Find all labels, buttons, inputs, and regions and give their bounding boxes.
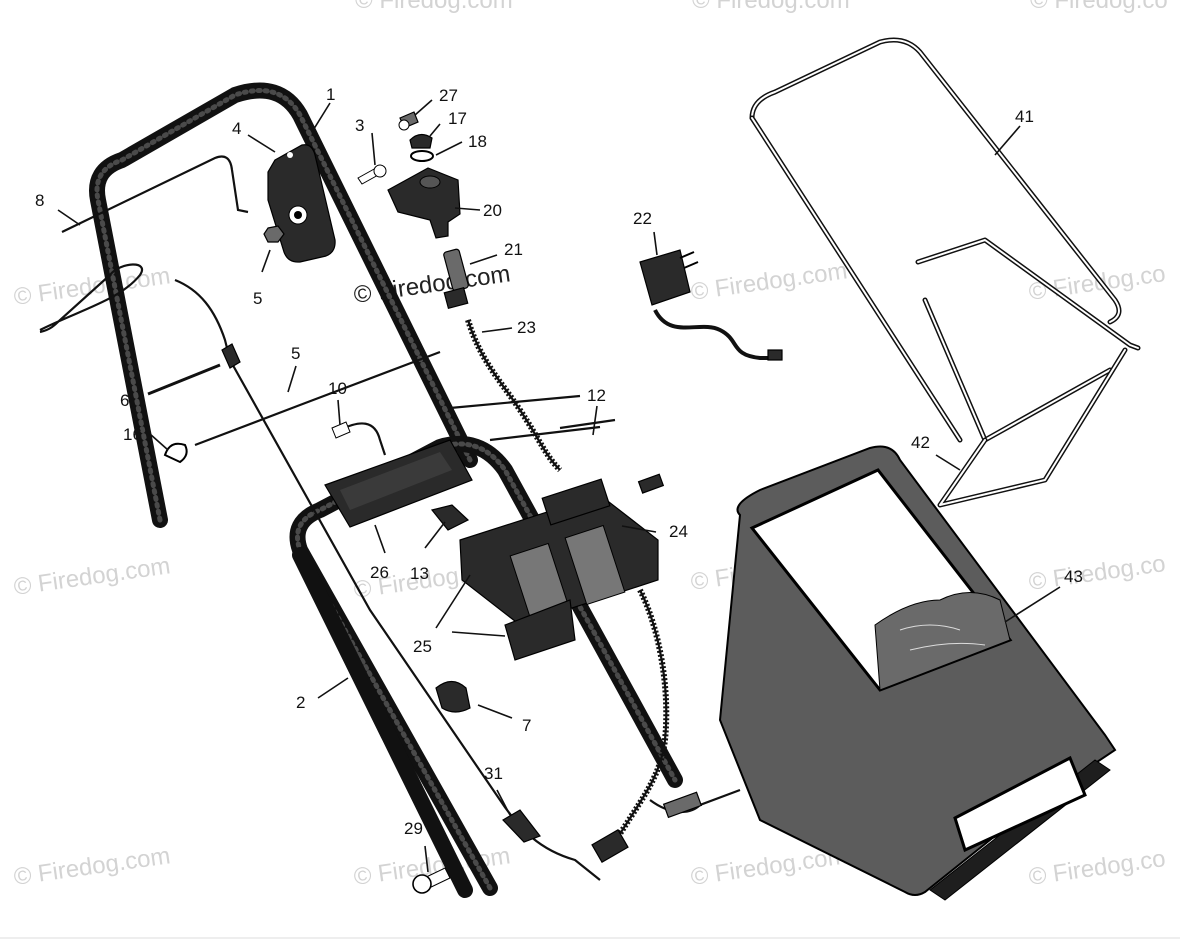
grass-bag	[718, 445, 1117, 901]
watermark: © Firedog.co	[1027, 845, 1167, 891]
leader-lines	[57, 99, 1061, 873]
callout-20: 20	[483, 201, 502, 220]
watermark: © Firedog.com	[12, 262, 172, 311]
callout-24: 24	[669, 522, 688, 541]
callout-7: 7	[522, 716, 531, 735]
watermark: © Firedog.co	[1027, 550, 1167, 596]
handle-parts	[163, 111, 703, 894]
upper-handle	[89, 82, 478, 528]
callout-12: 12	[587, 386, 606, 405]
control-cables	[39, 155, 741, 881]
callout-26: 26	[370, 563, 389, 582]
callout-4: 4	[232, 119, 241, 138]
callout-22: 22	[633, 209, 652, 228]
callout-6: 6	[120, 391, 129, 410]
callout-numbers: 1 2 3 4 5 5 6 7 8 10 12 13 16 17 18 20 2…	[35, 85, 1083, 838]
callout-25: 25	[413, 637, 432, 656]
callout-16: 16	[123, 425, 142, 444]
callout-31: 31	[484, 764, 503, 783]
callout-43: 43	[1064, 567, 1083, 586]
callout-18: 18	[468, 132, 487, 151]
callout-2: 2	[296, 693, 305, 712]
watermark: © Firedog.com	[692, 0, 850, 14]
callout-1: 1	[326, 85, 335, 104]
callout-13: 13	[410, 564, 429, 583]
callout-8: 8	[35, 191, 44, 210]
watermark: © Firedog.com	[355, 0, 513, 14]
callout-21: 21	[504, 240, 523, 259]
callout-23: 23	[517, 318, 536, 337]
watermark: © Firedog.co	[1030, 0, 1168, 14]
callout-10: 10	[328, 379, 347, 398]
callout-27: 27	[439, 86, 458, 105]
watermark: © Firedog.com	[12, 842, 172, 891]
callout-29: 29	[404, 819, 423, 838]
callout-3: 3	[355, 116, 364, 135]
grass-bag-frame	[749, 37, 1141, 508]
battery-charger	[639, 249, 783, 361]
watermark: © Firedog.com	[689, 257, 849, 306]
watermark: © Firedog.com	[12, 552, 172, 601]
callout-5: 5	[253, 289, 262, 308]
callout-17: 17	[448, 109, 467, 128]
callout-5: 5	[291, 344, 300, 363]
callout-42: 42	[911, 433, 930, 452]
callout-41: 41	[1015, 107, 1034, 126]
